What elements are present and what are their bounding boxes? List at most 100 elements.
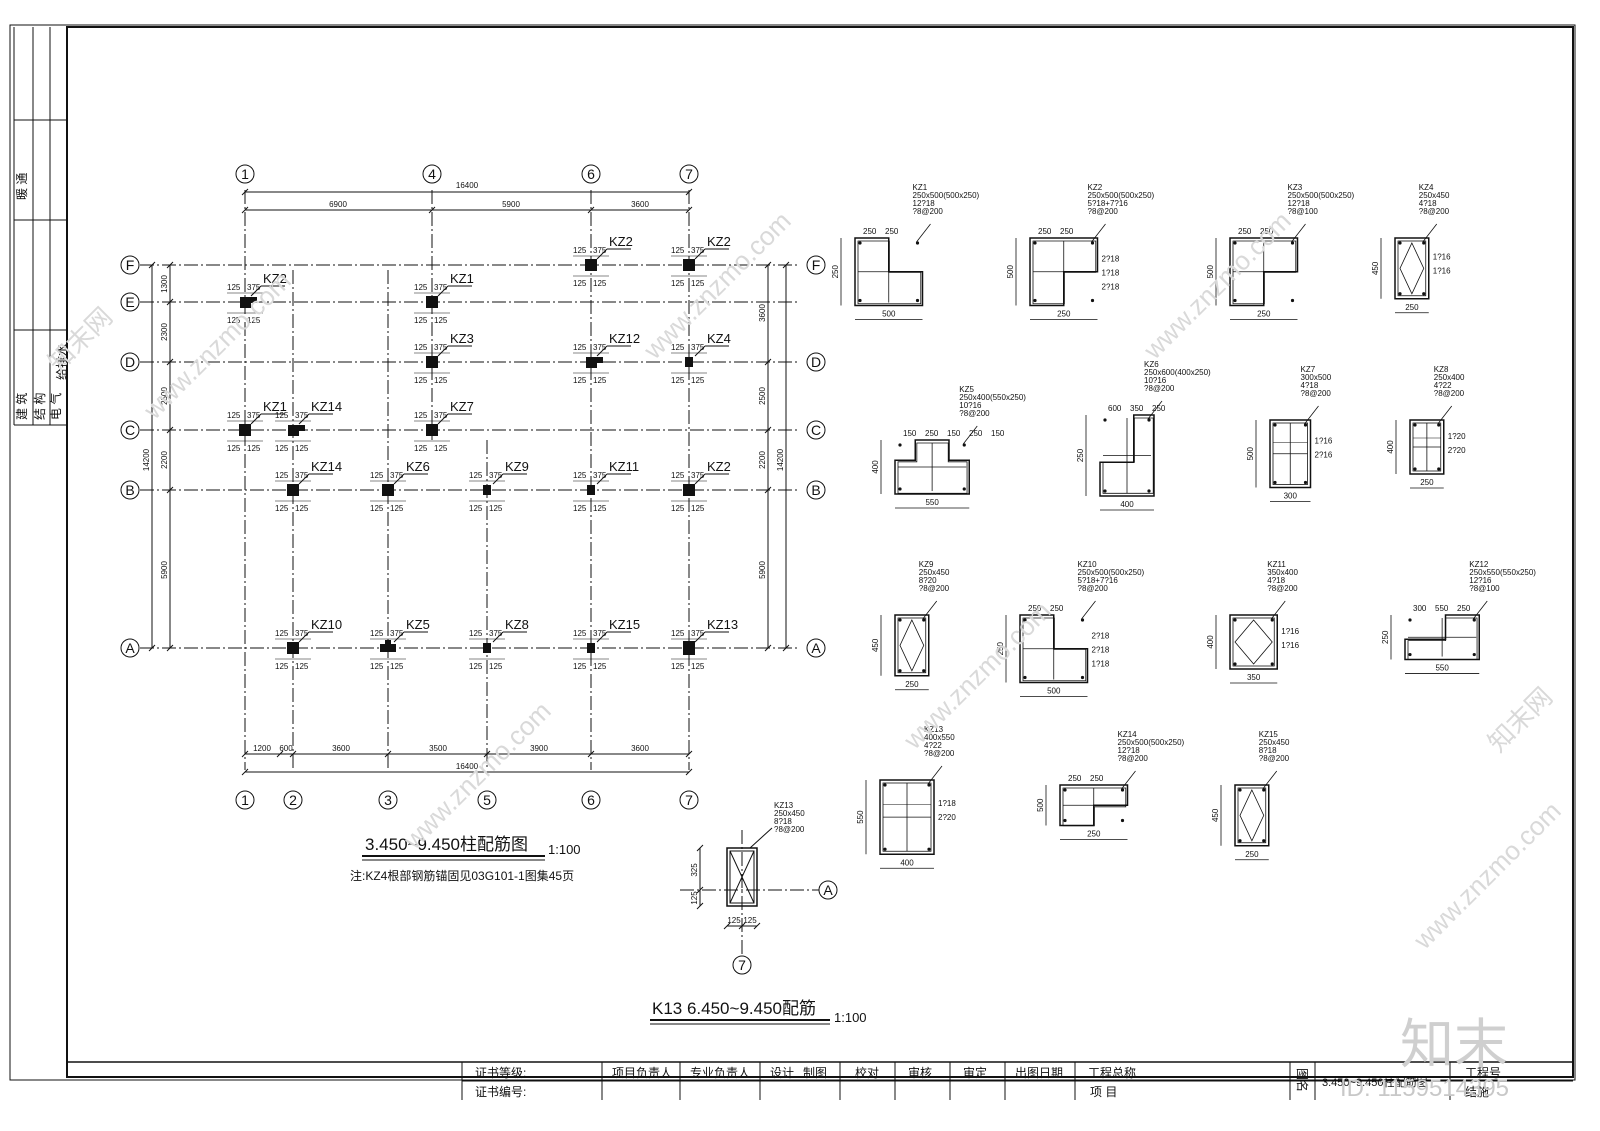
rebar-dot <box>898 443 902 447</box>
plan-title: 3.450~9.450柱配筋图 <box>365 835 528 854</box>
detail-k13: 325 125 125 125 A 7 KZ13 250x450 8?18 ?8… <box>650 801 867 1025</box>
plan-offset-label: 375 <box>247 411 261 420</box>
detail-dim-125a: 125 <box>727 916 741 925</box>
plan-offset-label: 125 <box>414 343 428 352</box>
section-dim-height: 450 <box>871 638 880 652</box>
section-rebar-note: 2?16 <box>1315 451 1333 460</box>
rebar-dot <box>1233 298 1237 303</box>
rebar-dot <box>1147 489 1151 493</box>
section-dim-width: 250 <box>1257 310 1271 319</box>
plan-offset-label: 125 <box>390 662 404 671</box>
section-stirrup: ?8@200 <box>1301 389 1332 398</box>
section-dim-extra: 250 <box>1238 227 1252 236</box>
section-dim-extra: 150 <box>991 429 1005 438</box>
plan-offset-label: 375 <box>593 343 607 352</box>
rebar-dot <box>962 487 966 491</box>
plan-offset-label: 125 <box>469 662 483 671</box>
plan-offset-label: 125 <box>227 411 241 420</box>
axis-bubble-right-C: C <box>806 420 826 440</box>
axis-bubble-bottom-6: 6 <box>581 790 601 810</box>
plan-offset-label: 125 <box>573 471 587 480</box>
svg-text:7: 7 <box>738 957 746 973</box>
dim-top-span-1: 6900 <box>329 200 347 209</box>
plan-offset-label: 375 <box>390 629 404 638</box>
svg-text:C: C <box>125 422 135 438</box>
plan-offset-label: 125 <box>414 376 428 385</box>
plan-column-label: KZ13 <box>707 617 738 632</box>
plan-offset-label: 125 <box>370 504 384 513</box>
rebar-dot <box>1233 662 1237 666</box>
rebar-dot <box>962 443 966 447</box>
section-bars: 12?16 <box>1469 576 1492 585</box>
section-stirrup: ?8@200 <box>1267 584 1298 593</box>
section-dim-height: 400 <box>1206 635 1215 649</box>
section-size: 250x500(500x250) <box>913 191 980 200</box>
dim-bottom-span-6: 3600 <box>631 744 649 753</box>
section-rebar-note: 1?16 <box>1315 437 1333 446</box>
title-block: 证书等级: 证书编号: 项目负责人 专业负责人 设计 制图 校对 审核 审定 出… <box>67 1061 1573 1100</box>
detail-section-size: 250x450 <box>774 809 805 818</box>
axis-bubble-right-F: F <box>806 255 826 275</box>
section-rebar-note: 1?16 <box>1433 266 1451 275</box>
section-size: 250x450 <box>1419 191 1450 200</box>
plan-offset-label: 375 <box>247 283 261 292</box>
section-rebar-note: 1?16 <box>1433 252 1451 261</box>
plan-offset-label: 375 <box>691 246 705 255</box>
plan-offset-label: 125 <box>370 629 384 638</box>
svg-text:1: 1 <box>241 792 249 808</box>
dim-right-span-2: 2500 <box>758 387 767 405</box>
plan-offset-label: 125 <box>370 471 384 480</box>
plan-offset-label: 125 <box>275 471 289 480</box>
plan-offset-label: 125 <box>489 504 503 513</box>
plan-column-label: KZ1 <box>450 271 474 286</box>
rebar-dot <box>1413 467 1417 471</box>
side-item-arch: 建 筑 <box>14 393 29 420</box>
section-name: KZ9 <box>919 560 934 569</box>
section-size: 250x500(500x250) <box>1088 191 1155 200</box>
plan-offset-label: 125 <box>573 504 587 513</box>
section-dim-width: 250 <box>905 680 919 689</box>
section-rebar-note: 2?18 <box>1092 646 1110 655</box>
side-item-elec: 电 气 <box>48 393 63 420</box>
rebar-dot <box>922 618 926 622</box>
dim-left-span-4: 2200 <box>160 451 169 469</box>
tb-drawing-name-label: 图名 <box>1295 1068 1310 1092</box>
plan-offset-label: 375 <box>390 471 404 480</box>
section-name: KZ6 <box>1144 360 1159 369</box>
plan-column-label: KZ4 <box>707 331 731 346</box>
plan-offset-label: 125 <box>671 376 685 385</box>
section-stirrup: ?8@100 <box>1469 584 1500 593</box>
svg-text:B: B <box>811 482 820 498</box>
plan-offset-label: 125 <box>691 376 705 385</box>
section-rebar-note: 2?18 <box>1092 632 1110 641</box>
plan-column-label: KZ12 <box>609 331 640 346</box>
plan-column-label: KZ2 <box>263 271 287 286</box>
section-dim-height: 250 <box>1076 448 1085 462</box>
detail-axis-bubble-7: 7 <box>732 955 752 975</box>
axis-bubble-top-7: 7 <box>679 164 699 184</box>
rebar-dot <box>1233 618 1237 622</box>
dim-top-span-3: 3600 <box>631 200 649 209</box>
plan-offset-label: 125 <box>489 662 503 671</box>
tb-project-lead: 项目负责人 <box>612 1066 672 1080</box>
rebar-dot <box>1303 423 1308 427</box>
tb-project-total: 工程总称 <box>1088 1065 1136 1080</box>
detail-section-bars: 8?18 <box>774 817 792 826</box>
svg-text:D: D <box>811 354 821 370</box>
plan-column-label: KZ2 <box>609 234 633 249</box>
plan-offset-label: 125 <box>370 662 384 671</box>
rebar-dot <box>1120 818 1125 823</box>
plan-offset-label: 125 <box>275 411 289 420</box>
dim-top-total: 16400 <box>456 181 479 190</box>
tb-cert-no: 证书编号: <box>475 1084 526 1099</box>
plan-offset-label: 125 <box>414 316 428 325</box>
detail-dim-125b: 125 <box>743 916 757 925</box>
axis-bubble-top-1: 1 <box>235 164 255 184</box>
plan-offset-label: 375 <box>489 629 503 638</box>
plan-column-label: KZ1 <box>263 399 287 414</box>
section-bars: 10?16 <box>1144 376 1167 385</box>
